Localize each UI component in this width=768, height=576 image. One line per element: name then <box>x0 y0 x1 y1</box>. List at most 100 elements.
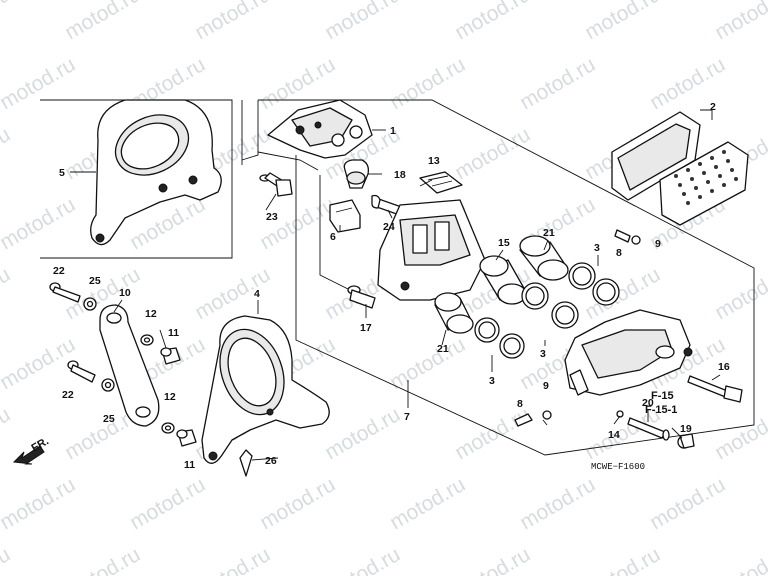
caliper-bracket-5 <box>90 99 222 246</box>
callout-11: 11 <box>184 459 195 471</box>
watermark-text: motod.ru <box>711 543 768 576</box>
watermark-text: motod.ru <box>256 193 339 254</box>
clip-26 <box>239 449 253 477</box>
watermark-text: motod.ru <box>0 0 14 44</box>
watermark-text: motod.ru <box>0 53 79 114</box>
watermark-text: motod.ru <box>711 403 768 464</box>
watermark-text: motod.ru <box>61 0 144 44</box>
pad-spring-13 <box>419 171 463 194</box>
pad-dot <box>690 177 694 181</box>
piston-15 <box>479 255 527 305</box>
callout-19: 19 <box>680 423 692 435</box>
pad-dot <box>686 201 690 205</box>
boot-18 <box>343 159 370 189</box>
watermark-text: motod.ru <box>386 333 469 394</box>
pad-dot <box>686 168 690 172</box>
watermark-text: motod.ru <box>256 473 339 534</box>
piston-21-top <box>519 235 569 281</box>
washer-14 <box>616 410 624 418</box>
torque-link-10 <box>99 304 160 427</box>
bleeder-8-9-top <box>614 229 641 245</box>
caliper-body-right <box>564 309 693 396</box>
callout-9: 9 <box>543 380 549 392</box>
watermark-text: motod.ru <box>646 473 729 534</box>
pad-dot <box>730 168 734 172</box>
pad-dot <box>698 195 702 199</box>
pad-dot <box>714 165 718 169</box>
bolt-22-top <box>49 282 81 303</box>
callout-12: 12 <box>145 308 157 320</box>
watermark-text: motod.ru <box>0 263 14 324</box>
watermark-text: motod.ru <box>0 543 14 576</box>
callout-5: 5 <box>59 167 65 179</box>
pad-dot <box>682 192 686 196</box>
pad-dot <box>694 186 698 190</box>
brake-pads-2 <box>611 111 749 226</box>
caliper-bracket-1 <box>267 99 373 159</box>
callout-11: 11 <box>168 327 179 339</box>
collar-12-top <box>140 334 154 346</box>
svg-text:FR.: FR. <box>30 435 51 454</box>
watermark-text: motod.ru <box>451 543 534 576</box>
callout-17: 17 <box>360 322 372 334</box>
callout-18: 18 <box>394 169 406 181</box>
pad-dot <box>678 183 682 187</box>
pad-dot <box>702 171 706 175</box>
seals-3-top <box>521 262 620 329</box>
pad-dot <box>710 189 714 193</box>
callout-25: 25 <box>103 413 115 425</box>
watermark-text: motod.ru <box>451 123 534 184</box>
callout-16: 16 <box>718 361 730 373</box>
callout-3: 3 <box>489 375 495 387</box>
watermark-text: motod.ru <box>711 0 768 44</box>
watermark-text: motod.ru <box>61 543 144 576</box>
watermark-text: motod.ru <box>516 53 599 114</box>
caliper-body-left <box>377 199 486 301</box>
callout-22: 22 <box>53 265 65 277</box>
callout-9: 9 <box>655 238 661 250</box>
callout-labels: 1 2 3 3 3 4 5 6 7 8 8 9 9 10 11 11 12 12… <box>53 101 730 471</box>
diagram-code: MCWE−F1600 <box>591 462 645 472</box>
pad-dot <box>734 177 738 181</box>
callout-7: 7 <box>404 411 410 423</box>
washer-25-bottom <box>101 378 115 392</box>
callout-13: 13 <box>428 155 440 167</box>
pad-dot <box>706 180 710 184</box>
watermark-text: motod.ru <box>451 0 534 44</box>
callout-15: 15 <box>498 237 510 249</box>
front-direction-arrow: FR. <box>12 435 51 465</box>
nut-11-bottom <box>176 429 197 447</box>
leader-lines <box>70 109 721 461</box>
bleeder-8-9-bottom <box>514 410 552 427</box>
pad-dot <box>722 150 726 154</box>
callout-2: 2 <box>710 101 716 113</box>
bolt-17 <box>347 285 376 309</box>
callout-21: 21 <box>437 343 449 355</box>
watermark-text: motod.ru <box>0 193 79 254</box>
watermark-text: motod.ru <box>386 473 469 534</box>
callout-3: 3 <box>540 348 546 360</box>
pad-dot <box>698 162 702 166</box>
callout-23: 23 <box>266 211 278 223</box>
callout-14: 14 <box>608 429 620 441</box>
callout-6: 6 <box>330 231 336 243</box>
callout-25: 25 <box>89 275 101 287</box>
caliper-bracket-4 <box>201 315 330 464</box>
collar-12-bottom <box>161 422 175 434</box>
watermark-text: motod.ru <box>0 473 79 534</box>
watermark-text: motod.ru <box>126 473 209 534</box>
pad-backplate-dots <box>674 150 738 205</box>
watermark-text: motod.ru <box>191 263 274 324</box>
seals-3-bottom <box>474 317 525 359</box>
pad-spring-6 <box>329 199 361 233</box>
piston-21-bottom <box>434 292 474 334</box>
bolt-22-bottom <box>67 360 96 383</box>
callout-8: 8 <box>517 398 523 410</box>
watermark-text: motod.ru <box>321 0 404 44</box>
watermark-text: motod.ru <box>516 473 599 534</box>
callout-12: 12 <box>164 391 176 403</box>
ref-label-f15-1[interactable]: F-15-1 <box>645 404 677 416</box>
callout-10: 10 <box>119 287 131 299</box>
ref-label-f15[interactable]: F-15 <box>651 390 674 402</box>
